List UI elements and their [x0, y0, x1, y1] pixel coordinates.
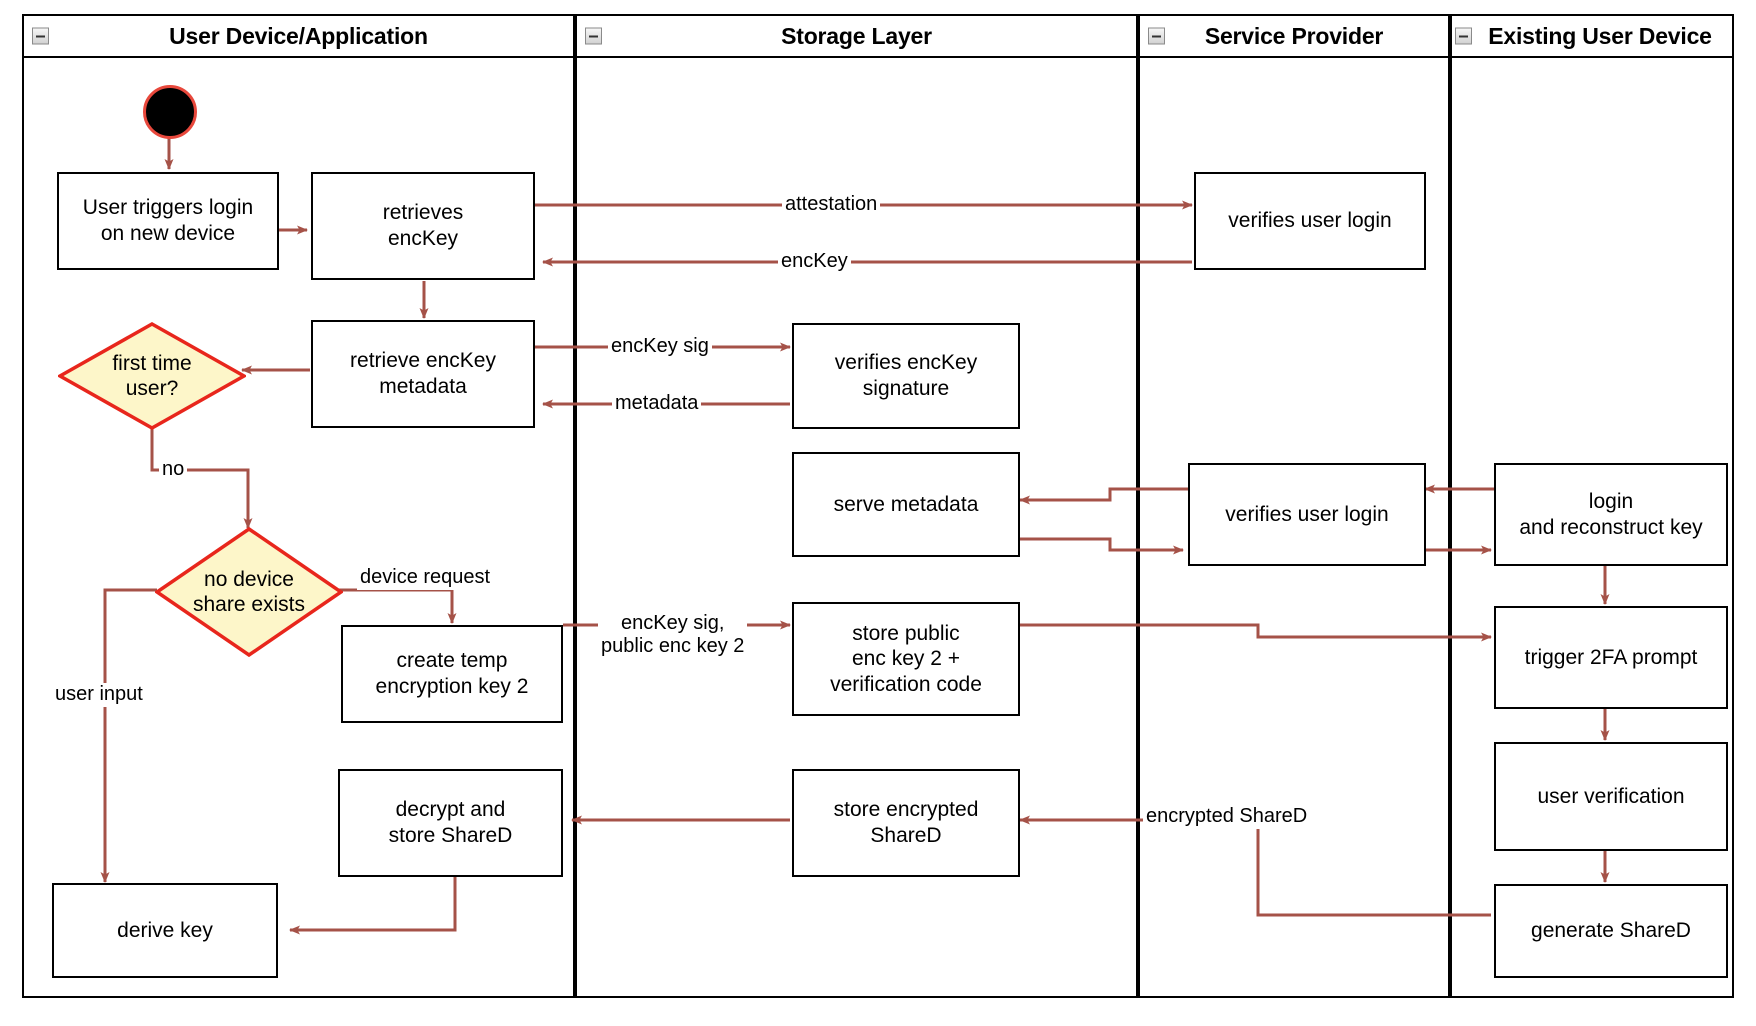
minus-icon[interactable]: [32, 27, 49, 45]
lane-title: Service Provider: [1204, 22, 1384, 49]
lane-body-existing-device: [1450, 56, 1734, 998]
edge-label-enckey-sig: encKey sig: [608, 335, 712, 359]
edge-label-enckey-sig-public-enc-key-2: encKey sig, public enc key 2: [598, 612, 748, 658]
minus-icon[interactable]: [1455, 27, 1472, 45]
node-verifies-user-login-2[interactable]: verifies user login: [1188, 463, 1426, 566]
edge-label-attestation: attestation: [782, 193, 881, 217]
decision-label: first time user?: [112, 351, 192, 400]
lane-body-storage: [575, 56, 1138, 998]
decision-no-device-share[interactable]: no device share exists: [155, 527, 343, 657]
edge-label-metadata: metadata: [612, 392, 702, 416]
node-retrieves-enckey[interactable]: retrieves encKey: [311, 172, 535, 280]
node-generate-shared[interactable]: generate ShareD: [1494, 884, 1728, 978]
node-create-temp-encryption-key-2[interactable]: create temp encryption key 2: [341, 625, 563, 723]
diamond-shape: [155, 527, 343, 657]
lane-title: Storage Layer: [781, 22, 932, 49]
node-retrieve-enckey-metadata[interactable]: retrieve encKey metadata: [311, 320, 535, 428]
lane-header-service[interactable]: Service Provider: [1138, 14, 1450, 58]
edge-label-no: no: [159, 458, 188, 482]
decision-first-time-user[interactable]: first time user?: [58, 322, 246, 430]
lane-title: User Device/Application: [169, 22, 428, 49]
node-login-and-reconstruct-key[interactable]: login and reconstruct key: [1494, 463, 1728, 566]
node-serve-metadata[interactable]: serve metadata: [792, 452, 1020, 557]
node-store-encrypted-shared[interactable]: store encrypted ShareD: [792, 769, 1020, 877]
decision-label: no device share exists: [192, 567, 306, 616]
edge-label-device-request: device request: [357, 566, 494, 590]
minus-icon[interactable]: [1148, 27, 1165, 45]
start-node: [143, 85, 197, 139]
node-derive-key[interactable]: derive key: [52, 883, 278, 978]
lane-title: Existing User Device: [1488, 22, 1712, 49]
lane-header-existing-device[interactable]: Existing User Device: [1450, 14, 1734, 58]
lane-header-user-device[interactable]: User Device/Application: [22, 14, 575, 58]
lane-header-storage[interactable]: Storage Layer: [575, 14, 1138, 58]
node-user-triggers-login[interactable]: User triggers login on new device: [57, 172, 279, 270]
node-verifies-user-login-1[interactable]: verifies user login: [1194, 172, 1426, 270]
lane-body-user-device: [22, 56, 575, 998]
edge-label-user-input: user input: [52, 683, 146, 707]
edge-label-enckey: encKey: [778, 250, 851, 274]
node-trigger-2fa-prompt[interactable]: trigger 2FA prompt: [1494, 606, 1728, 709]
node-user-verification[interactable]: user verification: [1494, 742, 1728, 851]
edge-label-encrypted-shared: encrypted ShareD: [1143, 805, 1311, 829]
minus-icon[interactable]: [585, 27, 602, 45]
diamond-shape: [58, 322, 246, 430]
lane-body-service: [1138, 56, 1450, 998]
node-store-public-enc-key-2[interactable]: store public enc key 2 + verification co…: [792, 602, 1020, 716]
node-verifies-enckey-signature[interactable]: verifies encKey signature: [792, 323, 1020, 429]
node-decrypt-and-store-shared[interactable]: decrypt and store ShareD: [338, 769, 563, 877]
